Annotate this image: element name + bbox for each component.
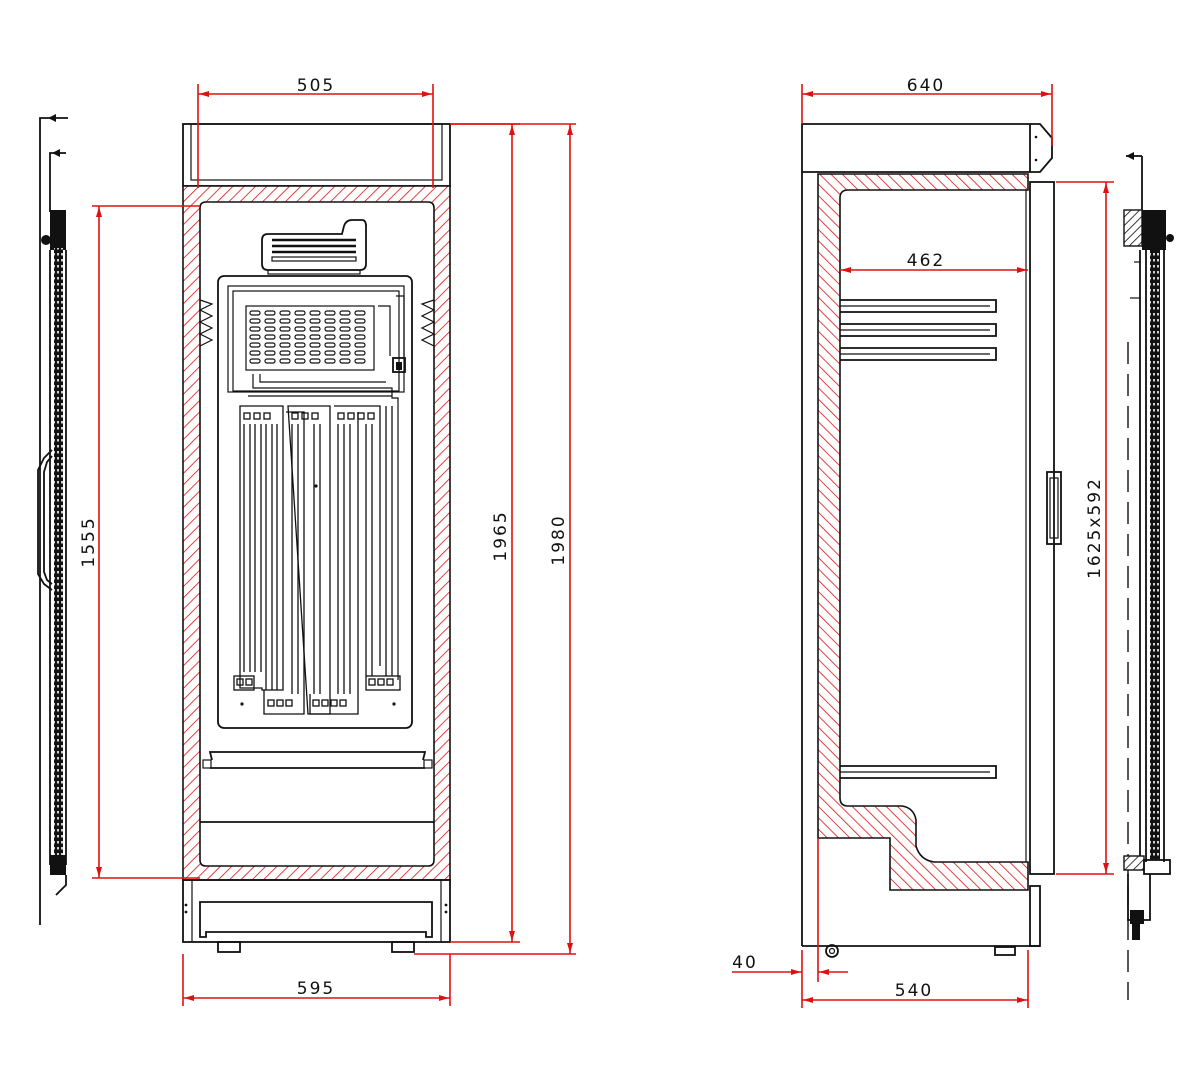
shelves-upper (840, 299, 997, 361)
door-gasket (54, 248, 63, 868)
door-profile-right (1123, 152, 1174, 1000)
screw-icon (392, 702, 396, 706)
cabinet-insulation (182, 185, 451, 881)
leveling-foot (217, 941, 241, 953)
dim-total-height: 1980 (549, 514, 569, 565)
dim-inner-depth: 462 (907, 251, 945, 271)
screw-icon (314, 484, 318, 488)
rail-notches-left (198, 299, 214, 347)
side-canopy (801, 123, 1053, 173)
evaporator-plate (217, 275, 413, 729)
door-handle (37, 449, 53, 591)
hinge-insulation (1123, 209, 1143, 247)
dim-foot-offset: 40 (732, 953, 758, 973)
shelf-lower (840, 765, 997, 779)
evaporator-grid (249, 310, 366, 364)
dim-cabinet-height: 1965 (491, 510, 511, 561)
dim-total-depth: 640 (907, 76, 945, 96)
top-canopy (182, 123, 451, 187)
door-outline-line (49, 152, 66, 212)
arrow-marker (52, 149, 60, 157)
front-dimensions: 505 595 1555 1965 1980 (79, 76, 576, 1006)
glass-door (1029, 181, 1055, 875)
front-section-view (182, 123, 451, 953)
door-gasket (1150, 250, 1160, 860)
hinge-pin-icon (41, 235, 51, 245)
side-dimensions: 640 462 1625x592 40 540 (732, 76, 1114, 1008)
door-outline-line (39, 117, 68, 925)
base-plinth (182, 879, 451, 953)
door-profile-left (37, 114, 68, 925)
dim-inner-width: 505 (297, 76, 335, 96)
door-top-hinge (1142, 210, 1166, 250)
dim-glass-door: 1625x592 (1085, 477, 1105, 579)
door-handle-inner (43, 455, 53, 585)
door-bottom-hinge (1132, 924, 1140, 940)
bottom-compartment (200, 751, 434, 823)
canopy-panel (190, 123, 443, 181)
evaporator-channels (233, 405, 401, 715)
dim-outer-width: 595 (297, 979, 335, 999)
side-section-view (801, 123, 1062, 958)
door-bottom-hinge (50, 855, 66, 875)
leveling-foot (391, 941, 415, 953)
rail-notches-right (420, 299, 436, 347)
leveling-foot (994, 946, 1016, 956)
caster-wheel-icon (825, 944, 839, 958)
arrow-marker (48, 114, 56, 122)
door-outline-line (55, 875, 67, 896)
dim-base-depth: 540 (895, 981, 933, 1001)
side-insulation (817, 173, 1029, 891)
door-top-hinge (50, 210, 66, 250)
dim-door-opening-height: 1555 (79, 516, 99, 567)
evaporator-fan-housing (261, 219, 367, 275)
door-handle-side (1046, 471, 1062, 545)
screw-icon (240, 702, 244, 706)
